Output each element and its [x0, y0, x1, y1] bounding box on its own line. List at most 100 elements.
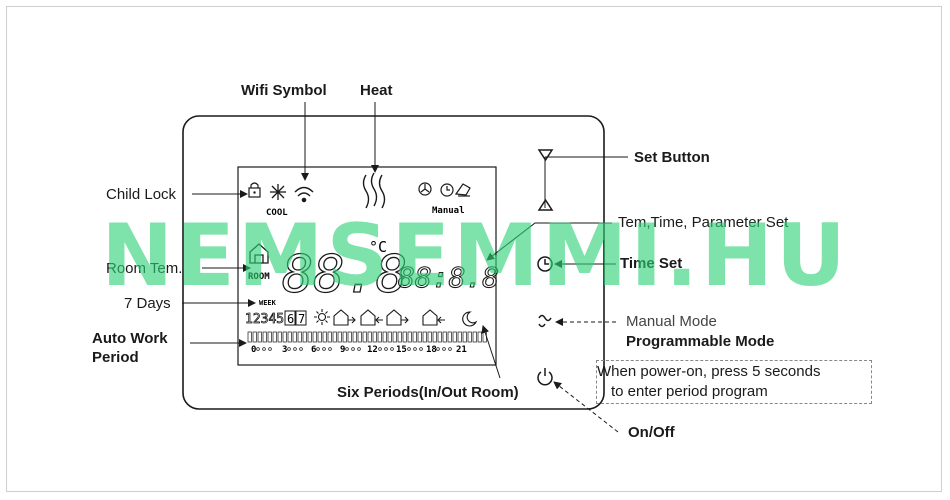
period-bar-segment [442, 331, 447, 343]
label-child-lock: Child Lock [106, 186, 177, 203]
period-bar-segment [412, 331, 417, 343]
lcd-celsius-unit: °C [369, 238, 387, 256]
period-bar-segment [387, 331, 392, 343]
period-bar-segment [422, 331, 427, 343]
lock-icon [248, 182, 261, 198]
hour-scale-dot [442, 347, 446, 351]
hour-scale-dot [322, 347, 326, 351]
hour-scale-dot [287, 347, 291, 351]
period-bar-segment [277, 331, 282, 343]
hand-icon [454, 183, 471, 197]
up-arrow-button[interactable] [537, 198, 554, 211]
clock-icon-lcd [440, 183, 454, 197]
lcd-day6: 6 [287, 312, 294, 326]
period-bar-segment [447, 331, 452, 343]
period-bar-segment [457, 331, 462, 343]
hour-scale-dot [268, 347, 272, 351]
lcd-week-text: WEEK [259, 299, 277, 307]
hour-label-12: 12 [367, 345, 378, 355]
period-bar-segment [392, 331, 397, 343]
hour-label-15: 15 [396, 345, 407, 355]
period-bar-segment [417, 331, 422, 343]
hour-label-18: 18 [426, 345, 437, 355]
lcd-room-text: ROOM [248, 272, 270, 282]
hour-scale-dot [390, 347, 394, 351]
period-bar-segment [337, 331, 342, 343]
label-on-off: On/Off [628, 424, 675, 441]
lcd-screen [237, 166, 497, 366]
period-bar-segment [397, 331, 402, 343]
label-manual-mode: Manual Mode [626, 313, 717, 330]
period-bar-segment [362, 331, 367, 343]
hour-scale-dot [448, 347, 452, 351]
hour-scale-dot [262, 347, 266, 351]
hour-scale-dot [293, 347, 297, 351]
down-arrow-button[interactable] [537, 149, 554, 162]
thermostat-body [182, 115, 605, 410]
hour-scale-dot [351, 347, 355, 351]
period-bar-segment [307, 331, 312, 343]
moon-icon [462, 311, 478, 327]
lcd-manual-text: Manual [432, 206, 465, 216]
power-button[interactable] [537, 368, 553, 386]
period-bar-segment [402, 331, 407, 343]
period-bar-segment [342, 331, 347, 343]
period-bar-segment [332, 331, 337, 343]
period-out-icon-1 [333, 309, 356, 326]
clock-button[interactable] [537, 256, 553, 272]
period-bar-segment [472, 331, 477, 343]
hour-scale-dot [413, 347, 417, 351]
period-bar-segment [282, 331, 287, 343]
heat-icon [362, 172, 386, 209]
hour-scale-dot [378, 347, 382, 351]
period-bar-segment [312, 331, 317, 343]
hour-label-21: 21 [456, 345, 467, 355]
period-bar-segment [302, 331, 307, 343]
period-bar-segment [262, 331, 267, 343]
period-in-icon-2 [360, 309, 383, 326]
period-bar-segment [357, 331, 362, 343]
label-set-button: Set Button [634, 149, 710, 166]
period-bar-segment [452, 331, 457, 343]
leader-param-set [486, 222, 612, 261]
hour-scale-dots [256, 347, 452, 351]
hour-scale-dot [316, 347, 320, 351]
period-bar-segment [287, 331, 292, 343]
period-bar-segment [377, 331, 382, 343]
period-bar-segment [367, 331, 372, 343]
period-bar-segment [292, 331, 297, 343]
leader-six-periods [481, 325, 501, 379]
leader-set-button [544, 156, 628, 208]
lcd-day6-box [284, 310, 296, 326]
label-room-tem: Room Tem. [106, 260, 183, 277]
label-tem-time-parameter-set: Tem,Time, Parameter Set [618, 214, 789, 231]
label-auto-work-line1: Auto Work [92, 330, 168, 347]
lcd-cool-text: COOL [266, 208, 288, 218]
period-bar-segment [247, 331, 252, 343]
period-bar-segment [477, 331, 482, 343]
period-bar-segment [257, 331, 262, 343]
power-on-note-box: When power-on, press 5 seconds to enter … [596, 360, 872, 404]
lcd-day7-box [295, 310, 307, 326]
wifi-icon [294, 186, 314, 203]
label-six-periods: Six Periods(In/Out Room) [337, 384, 519, 401]
period-out-icon-3 [386, 309, 409, 326]
hour-label-9: 9 [340, 345, 345, 355]
label-wifi-symbol: Wifi Symbol [241, 82, 327, 99]
sun-icon [314, 309, 330, 325]
period-bar-segment [427, 331, 432, 343]
hour-scale-dot [328, 347, 332, 351]
period-bar-segment [372, 331, 377, 343]
hour-scale-dot [345, 347, 349, 351]
period-bar-segment [252, 331, 257, 343]
period-bar-segment [432, 331, 437, 343]
period-bar-segment [297, 331, 302, 343]
note-line-1: When power-on, press 5 seconds [597, 363, 821, 380]
label-7-days: 7 Days [124, 295, 171, 312]
period-bar-segment [322, 331, 327, 343]
hour-scale-dot [436, 347, 440, 351]
outer-frame [6, 6, 942, 492]
mode-cycle-button[interactable] [538, 314, 552, 328]
hour-scale-dot [357, 347, 361, 351]
